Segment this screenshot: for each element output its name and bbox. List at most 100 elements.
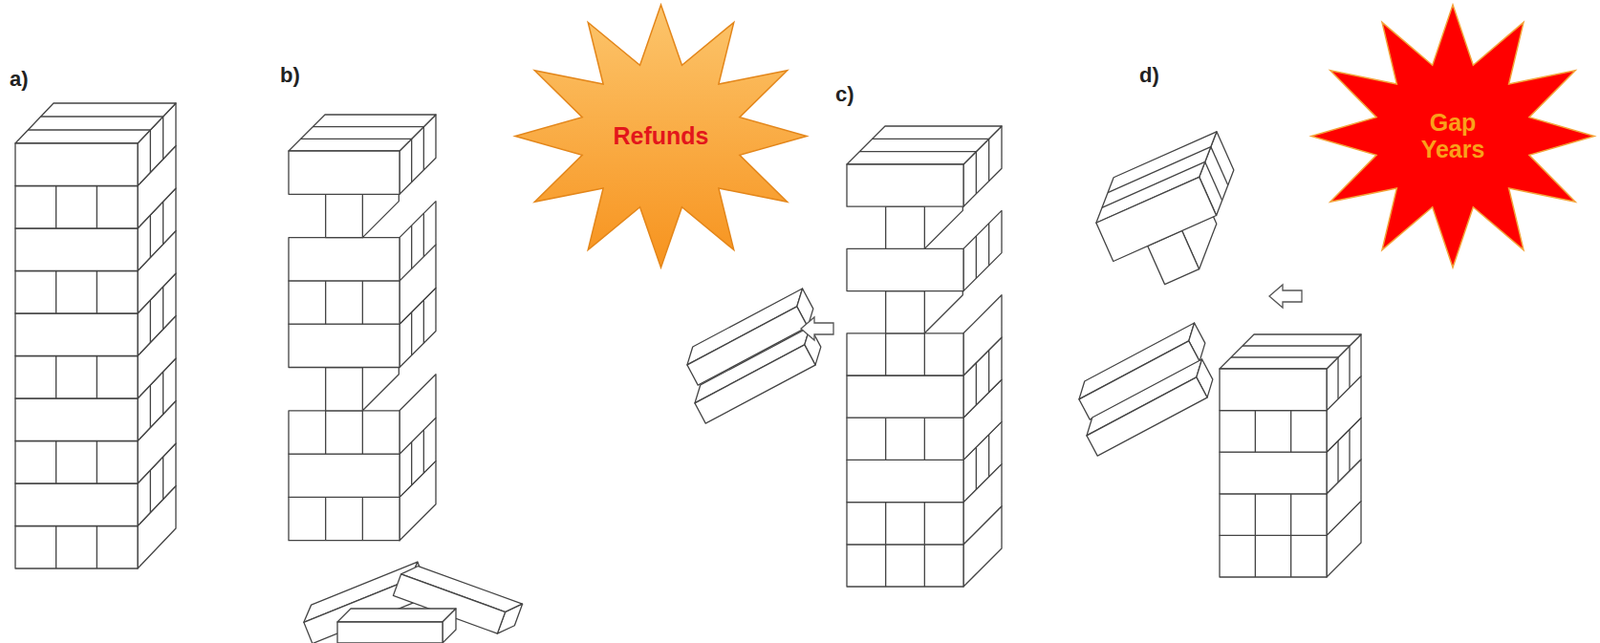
jenga-block [288,237,400,282]
block-stroke [885,544,887,587]
starburst-inner: Gap Years [1311,4,1595,268]
push-arrow [1269,284,1302,308]
push-arrow [800,317,834,341]
jenga-block [15,271,138,315]
block-stroke [975,363,977,406]
block-stroke [312,126,424,128]
block-stroke [1254,535,1256,578]
block-stroke [41,115,164,117]
starburst-callout: Gap Years [1311,4,1595,268]
jenga-tower [15,103,176,569]
block-stroke [324,497,326,541]
block-stroke [1348,345,1350,389]
jenga-tower [846,126,1002,587]
block-stroke [55,526,57,570]
jenga-tower [1219,334,1362,578]
jenga-block [288,324,400,368]
block-stroke [988,138,990,181]
callout-text: Gap Years [1406,109,1499,163]
block-stroke [410,138,412,182]
jenga-block [1219,410,1327,454]
jenga-block [15,483,138,527]
jenga-block [1086,377,1208,456]
jenga-block [15,441,138,485]
jenga-block [886,206,926,249]
block-stroke [988,223,990,266]
block-stroke [1348,429,1350,472]
jenga-block [1219,494,1327,537]
block-stroke [410,225,412,269]
block-stroke [96,186,98,230]
block-stroke [162,286,164,330]
block-stroke [1231,356,1339,358]
jenga-block [1096,176,1217,261]
block-stroke [96,356,98,400]
jenga-block [846,544,964,587]
block-stroke [301,138,412,140]
jenga-block [337,622,443,643]
block-stroke [975,151,977,195]
jenga-block [15,398,138,442]
block-stroke [410,312,412,356]
jenga-block [15,186,138,230]
jenga-block [846,502,964,545]
jenga-block [399,374,436,455]
block-stroke [885,417,887,460]
jenga-block [15,356,138,400]
loose-block [337,608,456,643]
jenga-block [886,291,926,334]
block-stroke [96,271,98,315]
jenga-block [846,417,964,460]
starburst-inner: Refunds [515,4,807,268]
jenga-block [963,210,1002,291]
jenga-block [15,526,138,570]
block-stroke [150,215,152,259]
jenga-block [1219,535,1327,578]
block-stroke [872,138,990,140]
jenga-block [963,295,1002,376]
block-stroke [988,349,990,392]
block-stroke [27,129,151,130]
block-stroke [362,410,364,455]
block-stroke [162,201,164,245]
block-stroke [1290,410,1292,454]
block-stroke [1254,494,1256,537]
jenga-block [694,345,816,424]
starburst-shape [515,4,807,268]
block-stroke [150,300,152,344]
block-stroke [988,434,990,477]
block-stroke [924,502,926,545]
jenga-block [399,201,436,282]
panel-letter: b) [280,63,301,88]
block-stroke [423,213,425,257]
jenga-block [15,143,138,187]
panel-letter: d) [1139,63,1160,88]
starburst-shape [1311,4,1595,268]
block-stroke [423,430,425,474]
jenga-block [846,375,964,418]
block-stroke [885,502,887,545]
block-stroke [1210,147,1229,186]
jenga-block [325,194,364,238]
block-stroke [55,271,57,315]
loose-block [1080,359,1219,456]
block-stroke [1290,494,1292,537]
block-stroke [885,333,887,376]
block-stroke [150,470,152,514]
block-stroke [55,441,57,485]
block-stroke [924,417,926,460]
block-stroke [162,371,164,415]
panel-letter: a) [9,66,29,92]
jenga-block [288,114,436,152]
block-stroke [162,116,164,160]
jenga-block [288,454,400,498]
block-stroke [150,385,152,429]
jenga-block [846,459,964,502]
jenga-block [325,367,364,411]
block-stroke [162,456,164,500]
block-stroke [324,410,326,455]
jenga-block [846,333,964,376]
block-stroke [924,544,926,587]
block-stroke [410,441,412,485]
block-stroke [975,447,977,490]
